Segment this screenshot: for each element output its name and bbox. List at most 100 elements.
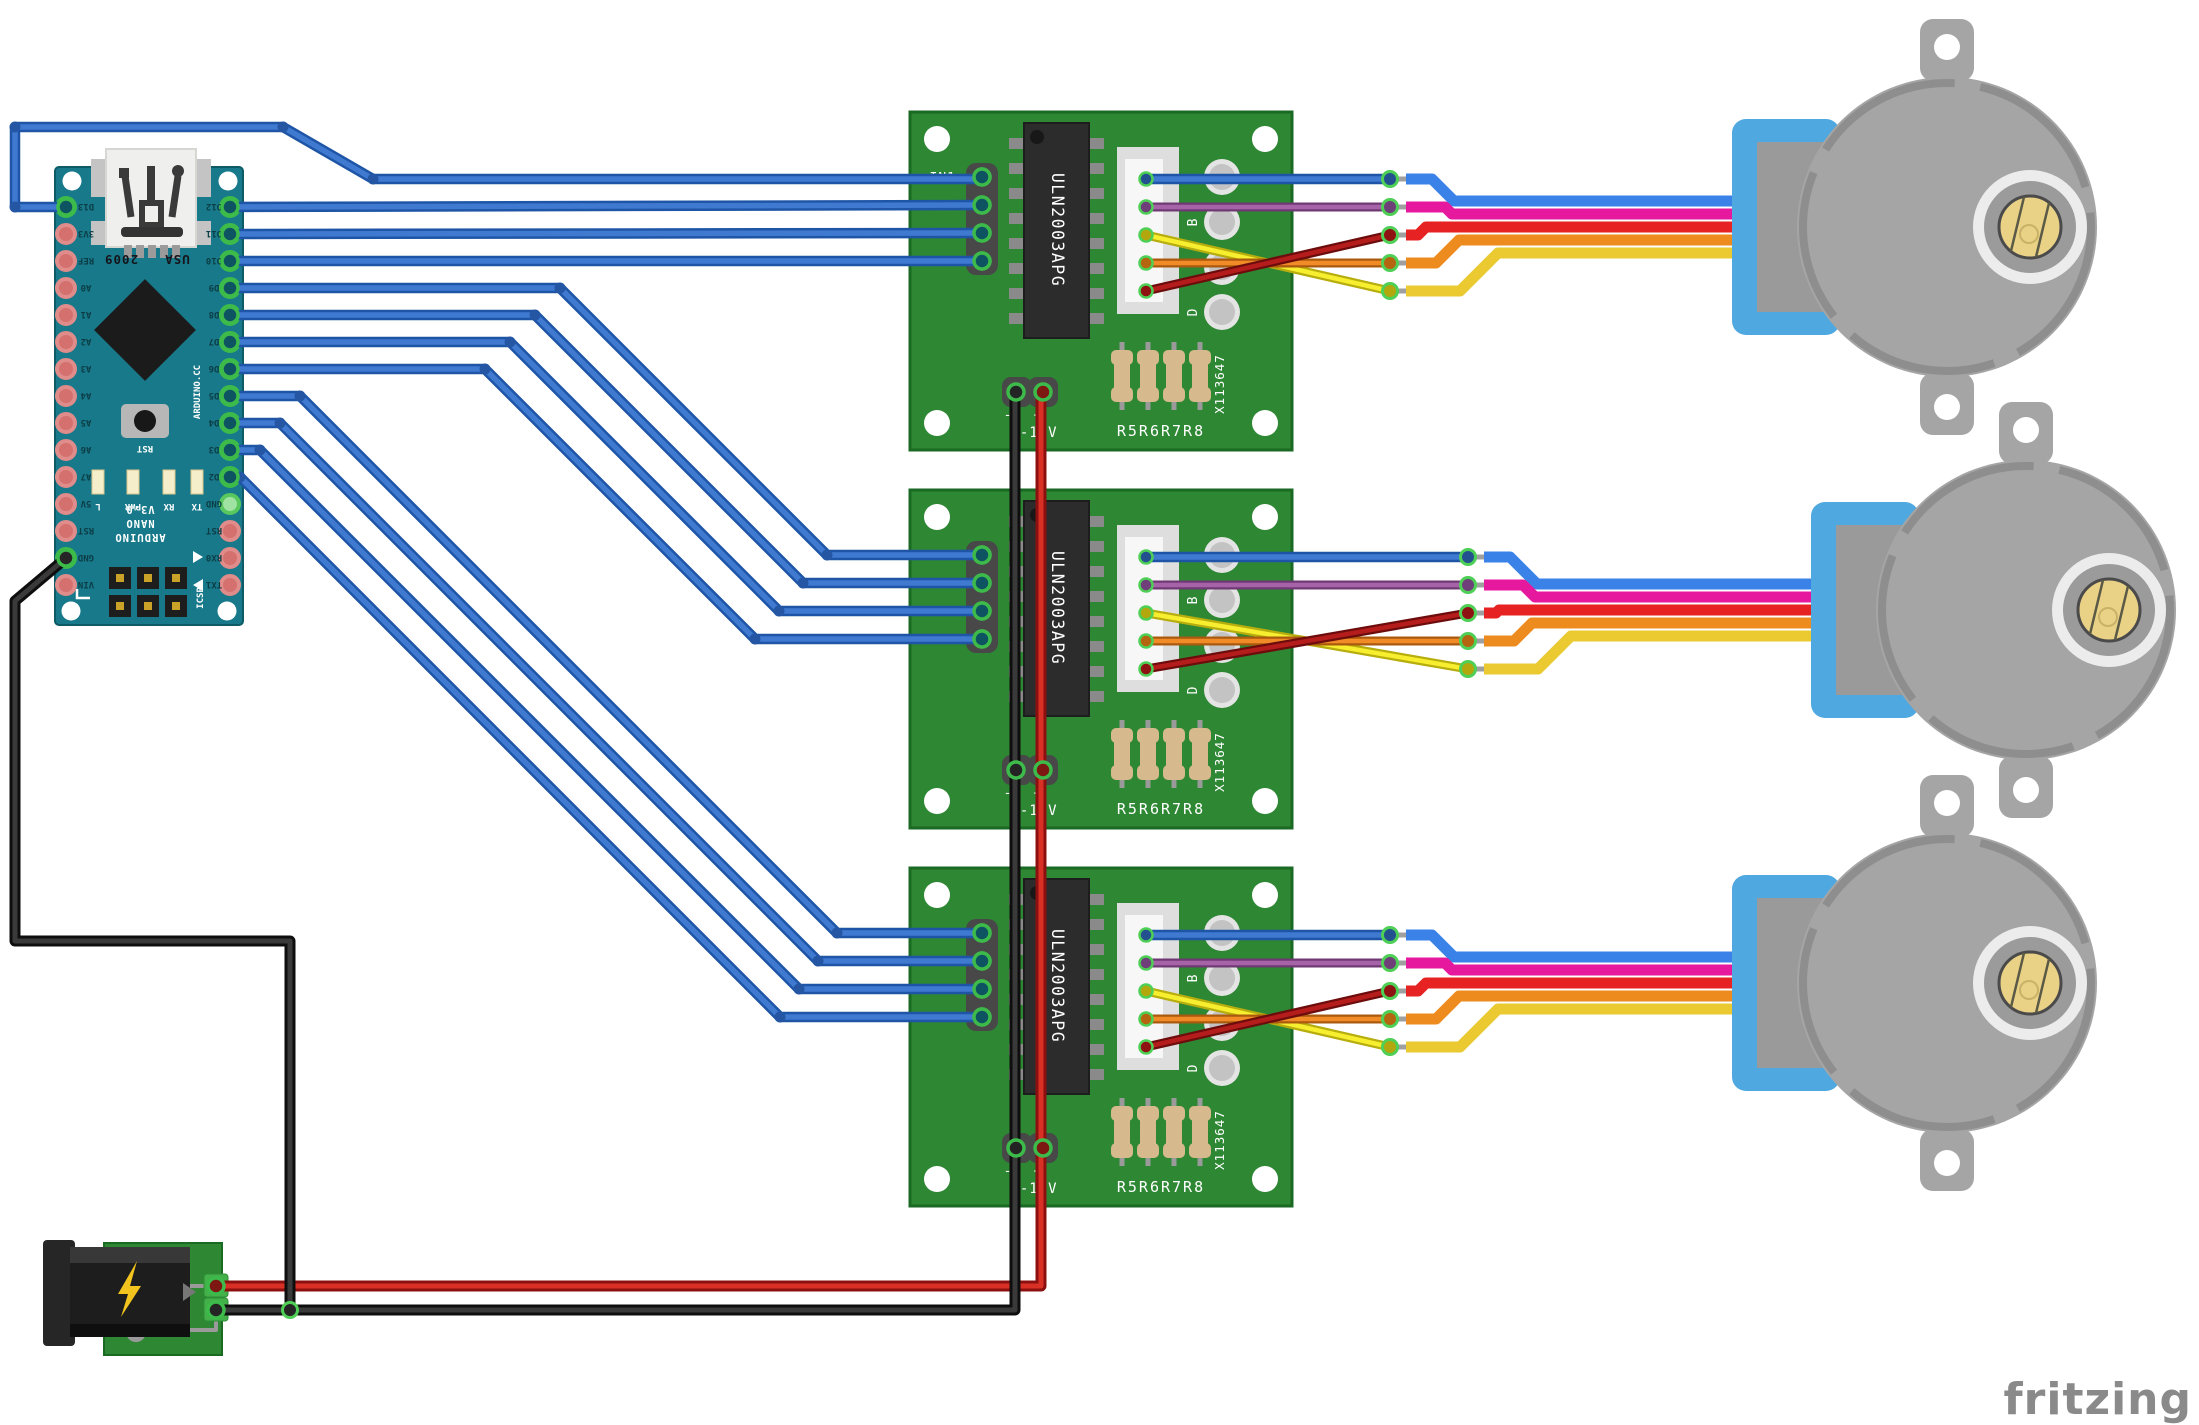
rx-triangle-marker: [193, 551, 203, 563]
pin-label: D13: [78, 201, 94, 211]
chip-label: ULN2003APG: [1048, 929, 1067, 1043]
fritzing-watermark: fritzing: [2004, 1374, 2192, 1425]
pin-label: D3: [209, 444, 220, 454]
wire-d3: [224, 444, 988, 995]
pin-label: D6: [209, 363, 220, 373]
pin-label: A6: [81, 444, 92, 454]
wire-d5: [224, 390, 988, 939]
resistors-label: R5R6R7R8: [1117, 1178, 1205, 1196]
resistors-label: R5R6R7R8: [1117, 800, 1205, 818]
usb-trident-icon: [119, 165, 184, 228]
pin-label: D9: [209, 282, 220, 292]
reset-label: RST: [136, 443, 153, 453]
title-line-3: V3.0: [125, 503, 154, 515]
pin-label: GND: [77, 552, 94, 562]
pin-label: 5V: [80, 498, 91, 508]
part-number: X113647: [1212, 354, 1227, 414]
jack-arrow: [183, 1283, 196, 1301]
power-wire-black[interactable]: [210, 386, 1021, 1316]
pin-label: RST: [77, 525, 94, 535]
wire-d4: [224, 417, 988, 967]
chip-label: ULN2003APG: [1048, 173, 1067, 287]
pin-label: A5: [81, 417, 92, 427]
wire-d8: [224, 309, 988, 589]
board-title: ARDUINO NANO V3.0: [114, 503, 165, 543]
power-wire-red[interactable]: [210, 386, 1047, 1292]
arduino-nano[interactable]: 2009 USA RST L PWR RX TX ARDUINO NANO V3…: [54, 148, 244, 626]
led-rx-label: RX: [163, 501, 174, 511]
minus-label: -: [1004, 408, 1013, 423]
usb-pad: [195, 159, 211, 197]
pin-label: TX1: [206, 579, 222, 589]
chip-label: ULN2003APG: [1048, 551, 1067, 665]
icsp-header[interactable]: [109, 567, 187, 617]
lightning-bolt-icon: [118, 1261, 141, 1317]
driver-board-1[interactable]: IN1 IN2 IN3 IN4 ULN2003APG B D R5R6R7R8 …: [910, 112, 1292, 450]
wire-d7: [224, 336, 988, 617]
right-pin-labels: D12 D11 D10 D9 D8 D7 D6 D5 D4 D3 D2 GND …: [205, 201, 222, 589]
usb-country-label: USA: [164, 252, 190, 267]
wire-d11: [224, 227, 988, 240]
pin-label: D4: [208, 417, 219, 427]
mcu-chip: [94, 279, 196, 381]
pin-label: D12: [206, 201, 222, 211]
resistors-label: R5R6R7R8: [1117, 422, 1205, 440]
wire-d12: [224, 199, 988, 213]
wire-d13: [9, 121, 988, 213]
usb-pad: [91, 159, 107, 197]
pin-label: A3: [81, 363, 92, 373]
led-pwr-label: PWR: [124, 501, 141, 511]
status-leds: [91, 469, 204, 495]
pin-label: D11: [206, 228, 222, 238]
usb-pad: [195, 221, 211, 245]
pin-label: A1: [81, 309, 92, 319]
motor2-wiring[interactable]: [1138, 548, 1850, 678]
led-b-label: B: [1186, 974, 1201, 983]
left-pin-labels: D13 3V3 REF A0 A1 A2 A3 A4 A5 A6 A7 5V R…: [77, 201, 94, 589]
brand-label: ARDUINO.CC: [193, 365, 203, 419]
led-b-label: B: [1186, 596, 1201, 605]
pin-label: GND: [205, 498, 222, 508]
led-tx-label: TX: [191, 501, 202, 511]
pin-label: D8: [209, 309, 220, 319]
title-line-2: NANO: [125, 517, 154, 529]
led-d-label: D: [1186, 1064, 1201, 1073]
minus-label: -: [1004, 1164, 1013, 1179]
signal-wires[interactable]: [9, 121, 988, 1023]
pin-label: D5: [209, 390, 220, 400]
pin-label: 3V3: [78, 228, 94, 238]
pin-label: VIN: [78, 579, 94, 589]
led-d-label: D: [1186, 686, 1201, 695]
pin-label: RX0: [206, 552, 222, 562]
pin-label: A0: [81, 282, 92, 292]
pin-label: A4: [80, 390, 91, 400]
pin-label: REF: [78, 255, 94, 265]
driver-board-2[interactable]: IN1 IN2 IN3 IN4 ULN2003APG B D R5R6R7R8 …: [910, 490, 1292, 828]
pin-label: A2: [81, 336, 92, 346]
left-pin-row[interactable]: [55, 196, 77, 596]
reset-button[interactable]: [121, 404, 169, 438]
mini-usb-connector: [105, 148, 197, 258]
pin-label: D7: [209, 336, 220, 346]
usb-pad: [91, 221, 107, 245]
driver-board-3[interactable]: IN1 IN2 IN3 IN4 ULN2003APG B D R5R6R7R8 …: [910, 868, 1292, 1206]
gnd-wire-black[interactable]: [9, 552, 296, 1316]
icsp-label: ICSP: [196, 587, 206, 609]
pin1-bracket: [75, 589, 90, 600]
part-number: X113647: [1212, 1110, 1227, 1170]
wire-d9: [224, 282, 988, 561]
wire-bend-points: [9, 121, 843, 1023]
minus-label: -: [1004, 786, 1013, 801]
led-b-label: B: [1186, 218, 1201, 227]
usb-year-label: 2009: [104, 252, 138, 267]
pin-label: RST: [205, 525, 222, 535]
power-jack[interactable]: [43, 1240, 229, 1356]
wire-d6: [224, 363, 988, 645]
pin-label: D10: [206, 255, 222, 265]
pin-label: D2: [209, 471, 220, 481]
tx-triangle-marker: [193, 579, 203, 591]
title-line-1: ARDUINO: [114, 531, 165, 543]
part-number: X113647: [1212, 732, 1227, 792]
led-l-label: L: [95, 501, 101, 511]
